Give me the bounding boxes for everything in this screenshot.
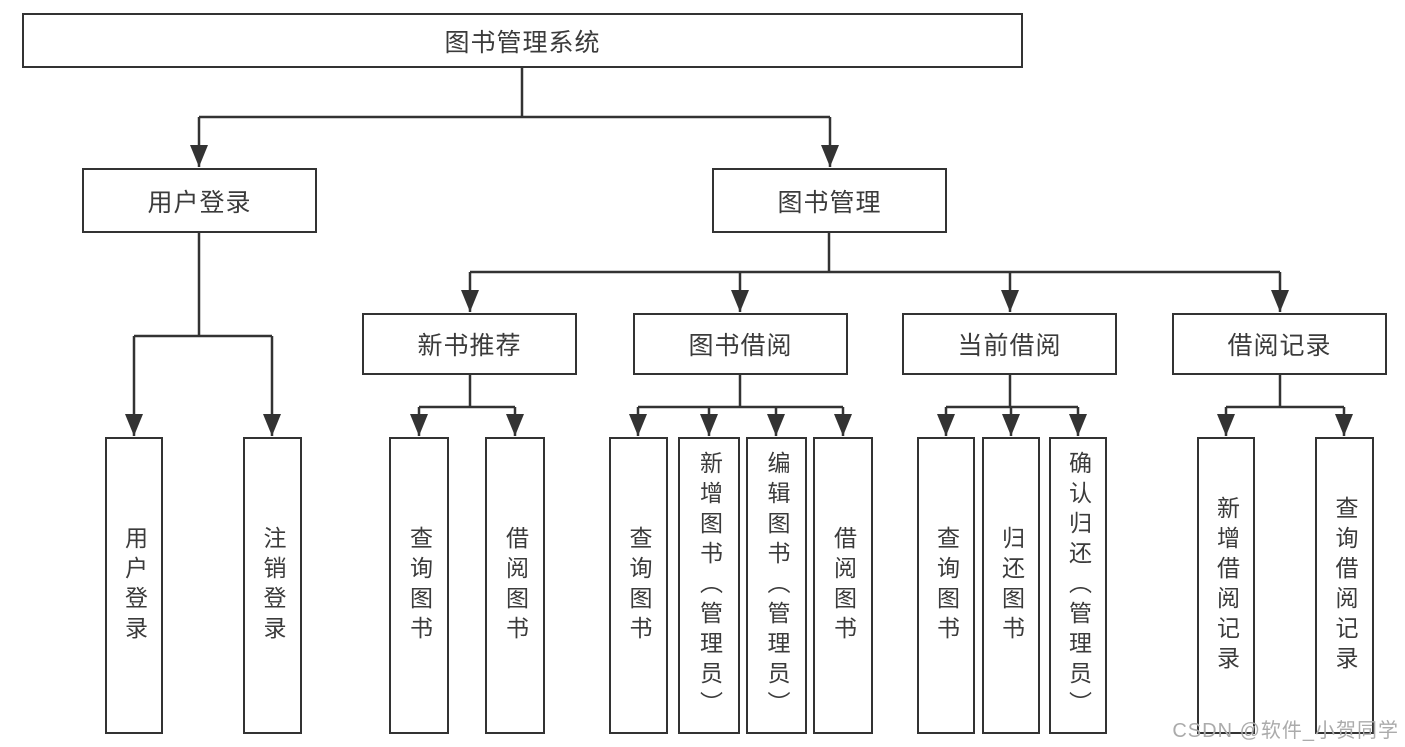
- leaf-query-books-current: 查询图书: [917, 437, 975, 734]
- leaf-query-books-recommend: 查询图书: [389, 437, 449, 734]
- leaf-label: 用户登录: [121, 525, 148, 646]
- leaf-label: 新增借阅记录: [1213, 495, 1240, 676]
- node-library-management-system: 图书管理系统: [22, 13, 1023, 68]
- node-current-borrow: 当前借阅: [902, 313, 1117, 375]
- leaf-label: 查询借阅记录: [1332, 495, 1358, 676]
- node-label: 图书借阅: [688, 332, 793, 360]
- leaf-label: 查询图书: [933, 525, 960, 646]
- node-book-management: 图书管理: [712, 168, 947, 233]
- leaf-borrow-books: 借阅图书: [813, 437, 873, 734]
- leaf-label: 归还图书: [998, 525, 1025, 646]
- leaf-edit-book-admin: 编辑图书（管理员）: [746, 437, 807, 734]
- leaf-logout: 注销登录: [243, 437, 302, 734]
- node-label: 图书管理: [777, 188, 882, 217]
- node-label: 新书推荐: [417, 332, 522, 360]
- leaf-label: 编辑图书（管理员）: [764, 450, 790, 721]
- leaf-label: 新增图书（管理员）: [696, 450, 723, 721]
- node-book-borrow: 图书借阅: [633, 313, 848, 375]
- leaf-label: 查询图书: [406, 525, 433, 646]
- leaf-label: 注销登录: [260, 525, 286, 646]
- leaf-query-books-borrow: 查询图书: [609, 437, 668, 734]
- node-new-book-recommend: 新书推荐: [362, 313, 577, 375]
- leaf-label: 借阅图书: [502, 525, 529, 646]
- node-label: 用户登录: [147, 188, 252, 217]
- node-label: 当前借阅: [957, 332, 1062, 360]
- arrowheads: [125, 145, 1353, 436]
- node-user-login: 用户登录: [82, 168, 317, 233]
- leaf-add-book-admin: 新增图书（管理员）: [678, 437, 740, 734]
- node-borrow-records: 借阅记录: [1172, 313, 1387, 375]
- node-label: 借阅记录: [1227, 332, 1332, 360]
- leaf-confirm-return-admin: 确认归还（管理员）: [1049, 437, 1107, 734]
- leaf-user-login: 用户登录: [105, 437, 163, 734]
- csdn-watermark: CSDN @软件_小贺同学: [1172, 720, 1399, 742]
- leaf-label: 借阅图书: [830, 525, 857, 646]
- leaf-return-book: 归还图书: [982, 437, 1040, 734]
- leaf-query-borrow-record: 查询借阅记录: [1315, 437, 1374, 734]
- leaf-label: 查询图书: [626, 525, 652, 646]
- leaf-borrow-books-recommend: 借阅图书: [485, 437, 545, 734]
- leaf-label: 确认归还（管理员）: [1065, 450, 1092, 721]
- leaf-add-borrow-record: 新增借阅记录: [1197, 437, 1255, 734]
- node-label: 图书管理系统: [444, 28, 601, 57]
